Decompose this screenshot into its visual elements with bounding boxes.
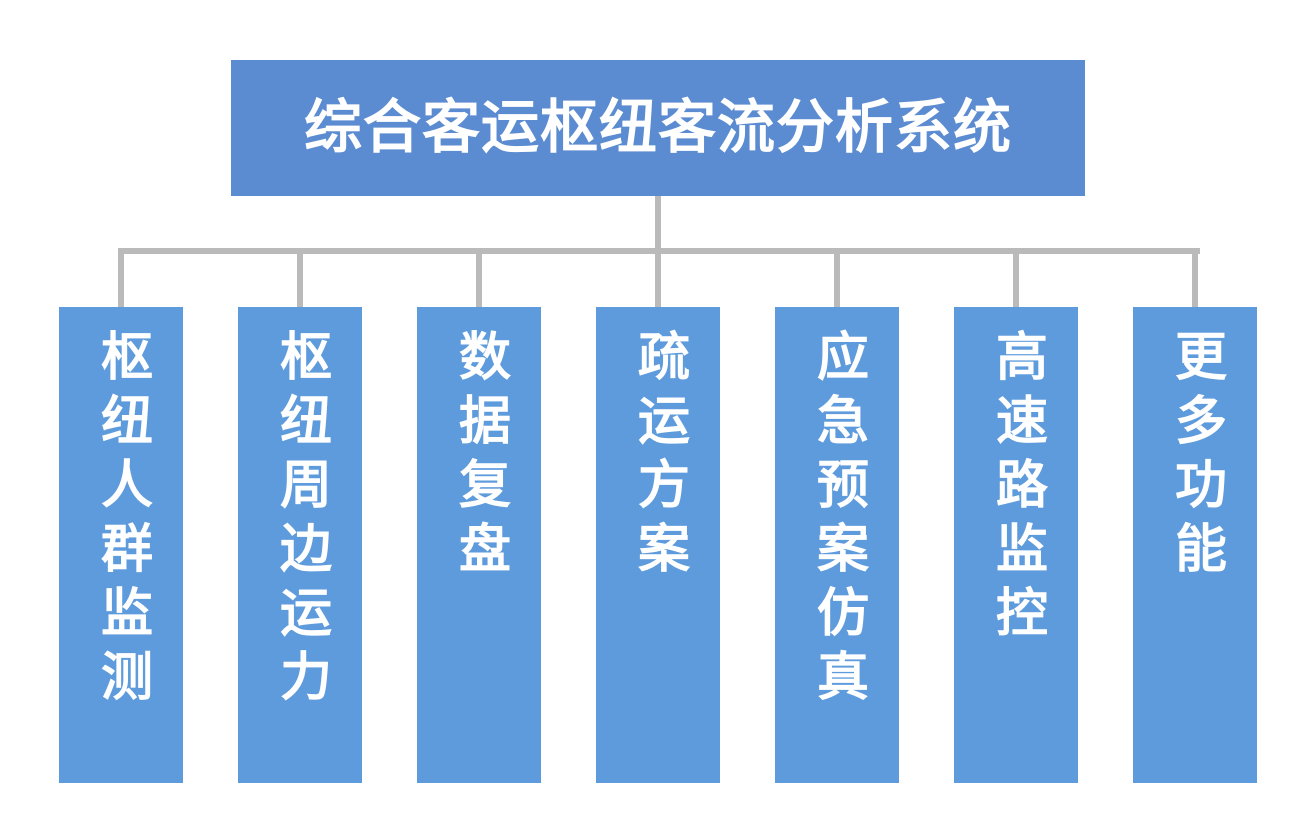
- child-node-5[interactable]: 应急预案仿真: [775, 307, 899, 783]
- connector-drop-4: [655, 248, 661, 308]
- connector-root-stem: [655, 196, 661, 251]
- child-node-3[interactable]: 数据复盘: [417, 307, 541, 783]
- child-node-1-label: 枢纽人群监测: [92, 329, 151, 713]
- connector-drop-3: [476, 248, 482, 308]
- child-node-2-label: 枢纽周边运力: [271, 329, 330, 713]
- root-node-system-title[interactable]: 综合客运枢纽客流分析系统: [231, 60, 1085, 196]
- child-node-6-label: 高速路监控: [987, 329, 1046, 649]
- root-node-label: 综合客运枢纽客流分析系统: [303, 94, 1012, 160]
- child-node-6[interactable]: 高速路监控: [954, 307, 1078, 783]
- child-node-4[interactable]: 疏运方案: [596, 307, 720, 783]
- connector-drop-1: [118, 248, 124, 308]
- connector-drop-2: [297, 248, 303, 308]
- connector-drop-7: [1192, 248, 1198, 308]
- child-node-2[interactable]: 枢纽周边运力: [238, 307, 362, 783]
- child-node-5-label: 应急预案仿真: [808, 329, 867, 713]
- child-node-1[interactable]: 枢纽人群监测: [59, 307, 183, 783]
- connector-drop-5: [834, 248, 840, 308]
- child-node-7-label: 更多功能: [1166, 329, 1225, 585]
- connector-drop-6: [1013, 248, 1019, 308]
- child-node-3-label: 数据复盘: [450, 329, 509, 585]
- child-node-7[interactable]: 更多功能: [1133, 307, 1257, 783]
- child-node-4-label: 疏运方案: [629, 329, 688, 585]
